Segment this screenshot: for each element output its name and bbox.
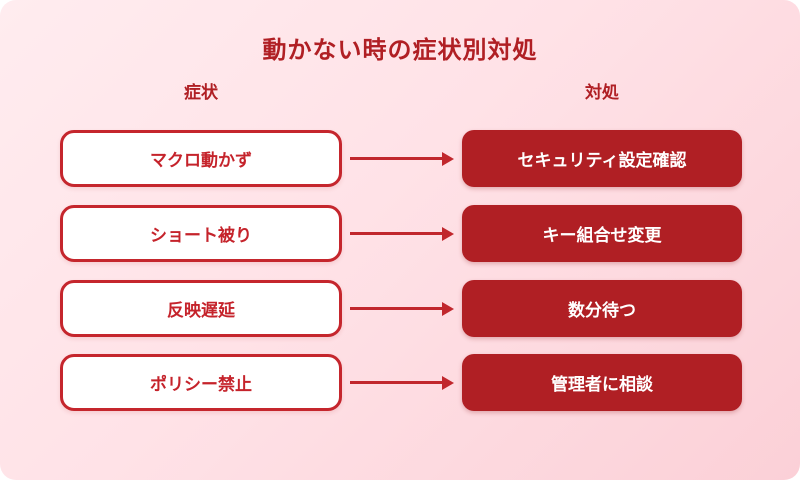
arrow-shaft [350,381,442,384]
arrow-right-icon [350,280,454,337]
flow-row: ポリシー禁止 管理者に相談 [0,354,800,411]
arrow-shaft [350,307,442,310]
page-title: 動かない時の症状別対処 [262,37,538,64]
arrow-head [442,301,454,316]
flow-row: マクロ動かず セキュリティ設定確認 [0,130,800,187]
flow-row: 反映遅延 数分待つ [0,280,800,337]
action-box-change-keys: キー組合せ変更 [462,205,742,262]
arrow-right-icon [350,354,454,411]
column-header-symptom: 症状 [184,83,218,102]
symptom-box-delay: 反映遅延 [60,280,342,337]
arrow-head [442,375,454,390]
column-header-action: 対処 [585,83,619,102]
arrow-head [442,151,454,166]
arrow-head [442,226,454,241]
arrow-shaft [350,157,442,160]
symptom-box-macro: マクロ動かず [60,130,342,187]
symptom-box-shortcut-conflict: ショート被り [60,205,342,262]
arrow-right-icon [350,205,454,262]
action-box-security-check: セキュリティ設定確認 [462,130,742,187]
arrow-shaft [350,232,442,235]
action-box-ask-admin: 管理者に相談 [462,354,742,411]
action-box-wait: 数分待つ [462,280,742,337]
arrow-right-icon [350,130,454,187]
symptom-box-policy-block: ポリシー禁止 [60,354,342,411]
flow-row: ショート被り キー組合せ変更 [0,205,800,262]
